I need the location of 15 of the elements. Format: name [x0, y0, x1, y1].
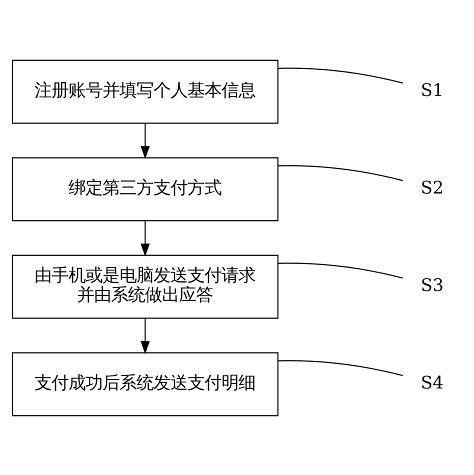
- connector: [278, 360, 403, 376]
- node-box: 由手机或是电脑发送支付请求并由系统做出应答: [12, 254, 278, 318]
- node-box: 绑定第三方支付方式: [12, 156, 278, 221]
- node-text: S3: [420, 275, 444, 296]
- node-text: S1: [420, 80, 444, 100]
- arrow: [140, 123, 150, 159]
- connector: [278, 262, 403, 278]
- arrow: [140, 220, 150, 256]
- connector: [278, 67, 403, 84]
- node-box: 支付成功后系统发送支付明细: [12, 352, 278, 416]
- node-text: S4: [420, 372, 444, 393]
- node-box: 注册账号并填写个人基本信息: [12, 59, 278, 124]
- node-text: S2: [420, 178, 444, 198]
- connector: [278, 164, 403, 181]
- arrow: [140, 318, 150, 354]
